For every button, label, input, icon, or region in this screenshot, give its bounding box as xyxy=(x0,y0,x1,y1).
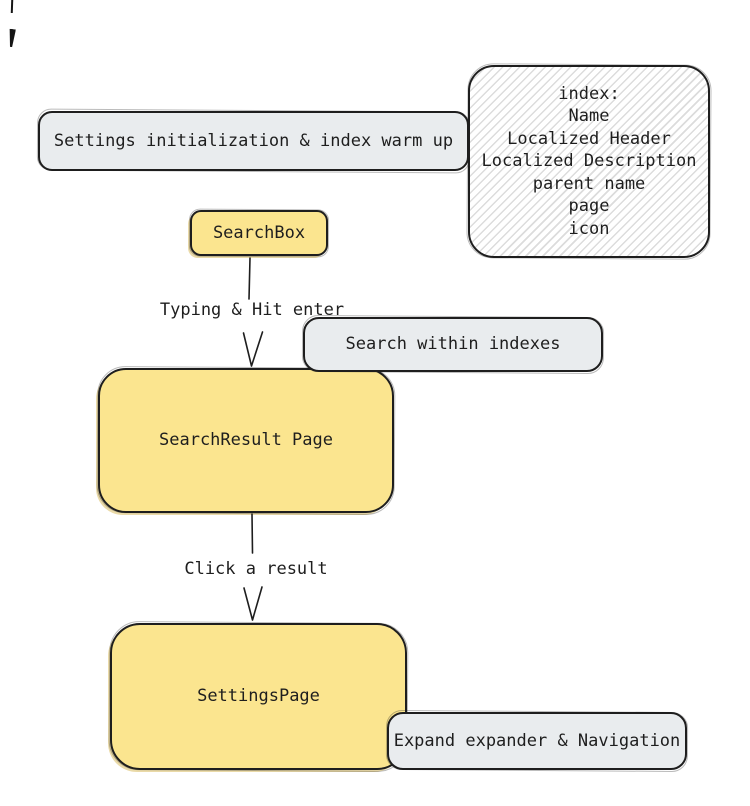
node-label: Expand expander & Navigation xyxy=(393,730,681,751)
node-label: Search within indexes xyxy=(345,334,561,355)
arrow-searchbox-to-searchresult-head xyxy=(242,331,264,367)
node-search-within-indexes: Search within indexes xyxy=(303,317,603,372)
arrow-searchresult-to-settingspage-shaft xyxy=(251,513,254,554)
note-line: icon xyxy=(568,218,610,239)
node-label: SearchResult Page xyxy=(159,430,333,451)
stray-stroke-top xyxy=(10,0,14,14)
node-label: SettingsPage xyxy=(197,686,320,707)
edge-label-click-a-result: Click a result xyxy=(184,559,328,579)
arrow-searchbox-to-searchresult-shaft xyxy=(248,257,251,300)
node-searchbox: SearchBox xyxy=(190,210,328,256)
note-line: Localized Description xyxy=(481,151,697,172)
arrow-searchresult-to-settingspage-head xyxy=(243,586,263,621)
note-line: Name xyxy=(568,106,610,127)
node-label: Settings initialization & index warm up xyxy=(53,130,454,151)
note-line: index: xyxy=(558,83,620,104)
note-line: parent name xyxy=(532,173,646,194)
node-settingspage: SettingsPage xyxy=(110,623,407,770)
node-settings-initialization: Settings initialization & index warm up xyxy=(38,111,469,171)
note-line: Localized Header xyxy=(507,128,671,149)
node-index-fields-note: index: Name Localized Header Localized D… xyxy=(468,65,710,258)
note-line: page xyxy=(568,196,610,217)
node-label: SearchBox xyxy=(212,222,306,243)
node-expand-expander-navigation: Expand expander & Navigation xyxy=(387,712,687,770)
edge-label-typing-hit-enter: Typing & Hit enter xyxy=(159,300,345,320)
node-searchresult-page: SearchResult Page xyxy=(98,368,394,513)
stray-stroke-bottom xyxy=(7,29,16,48)
